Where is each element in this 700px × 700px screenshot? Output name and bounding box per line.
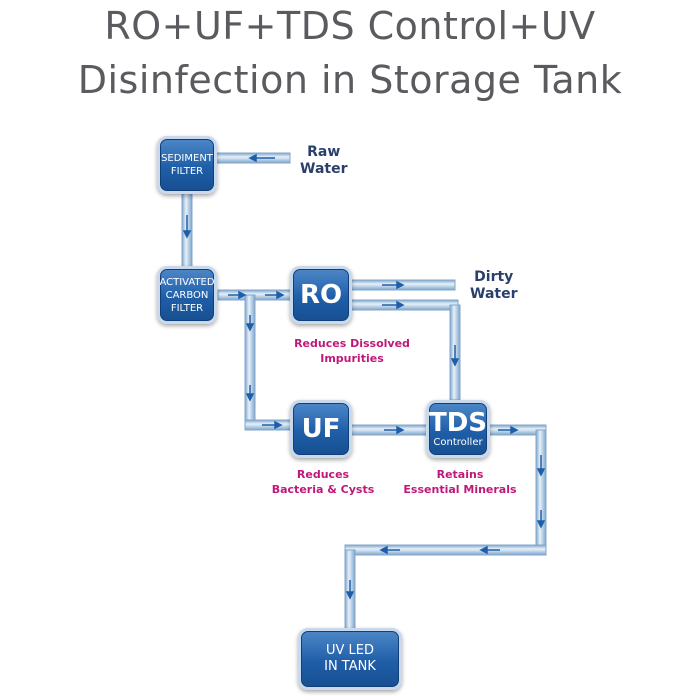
sediment-filter-line-1: SEDIMENT (161, 153, 213, 164)
arrow-branch-down-2 (245, 385, 255, 402)
raw-water-line-1: Raw (307, 144, 341, 160)
pipe-right-down (535, 429, 547, 556)
arrow-bottom-left-2 (379, 545, 400, 555)
arrow-carbon-right (228, 290, 247, 300)
carbon-filter-box: ACTIVATED CARBON FILTER (157, 266, 217, 324)
diagram-title-line-2: Disinfection in Storage Tank (77, 58, 623, 102)
uf-note-line-1: Reduces (296, 468, 350, 481)
uv-led-line-2: IN TANK (324, 659, 376, 674)
uf-label: UF (301, 414, 341, 444)
uv-led-tank-box: UV LED IN TANK (298, 628, 402, 690)
arrow-sediment-down (182, 215, 192, 239)
tds-sublabel: Controller (433, 437, 483, 448)
tds-controller-box: TDS Controller (426, 400, 490, 458)
arrow-branch-down-1 (245, 315, 255, 332)
arrow-branch-right (262, 420, 283, 430)
carbon-filter-line-2: CARBON (165, 289, 209, 301)
arrow-ro-tds-right (382, 300, 405, 310)
arrow-raw-left (248, 153, 275, 163)
uf-note-line-2: Bacteria & Cysts (271, 483, 375, 496)
sediment-filter-box: SEDIMENT FILTER (157, 136, 217, 194)
pipe-bottom-across (344, 544, 547, 556)
arrow-ro-tds-down (450, 345, 460, 367)
sediment-filter-line-2: FILTER (170, 166, 204, 177)
tds-note-line-1: Retains (436, 468, 484, 481)
ro-box: RO (290, 266, 352, 324)
uf-note: Reduces Bacteria & Cysts (260, 467, 386, 497)
ro-label: RO (299, 280, 343, 310)
pipes (181, 152, 547, 631)
arrow-right-down-2 (536, 510, 546, 529)
dirty-water-label: Dirty Water (470, 269, 517, 303)
arrow-dirty-right (382, 280, 405, 290)
arrow-uf-tds-right (384, 425, 405, 435)
dirty-water-line-1: Dirty (474, 269, 514, 285)
pipe-branch-down (244, 294, 256, 426)
raw-water-label: Raw Water (300, 144, 347, 178)
carbon-filter-line-1: ACTIVATED (159, 276, 215, 288)
dirty-water-line-2: Water (470, 286, 518, 302)
uv-led-line-1: UV LED (325, 643, 374, 658)
raw-water-line-2: Water (300, 161, 348, 177)
diagram-title-line-1: RO+UF+TDS Control+UV (104, 4, 596, 48)
arrow-bottom-left-1 (479, 545, 500, 555)
uf-box: UF (290, 400, 352, 458)
tds-note-line-2: Essential Minerals (403, 483, 517, 496)
tds-note: Retains Essential Minerals (398, 467, 522, 497)
ro-note: Reduces Dissolved Impurities (294, 337, 410, 365)
arrow-tank-down (345, 580, 355, 600)
arrow-carbon-right-2 (265, 290, 285, 300)
arrow-tds-out-right (498, 425, 519, 435)
tds-label: TDS (428, 408, 488, 438)
flow-arrows (182, 153, 546, 600)
arrow-right-down-1 (536, 455, 546, 477)
carbon-filter-line-3: FILTER (170, 302, 204, 314)
